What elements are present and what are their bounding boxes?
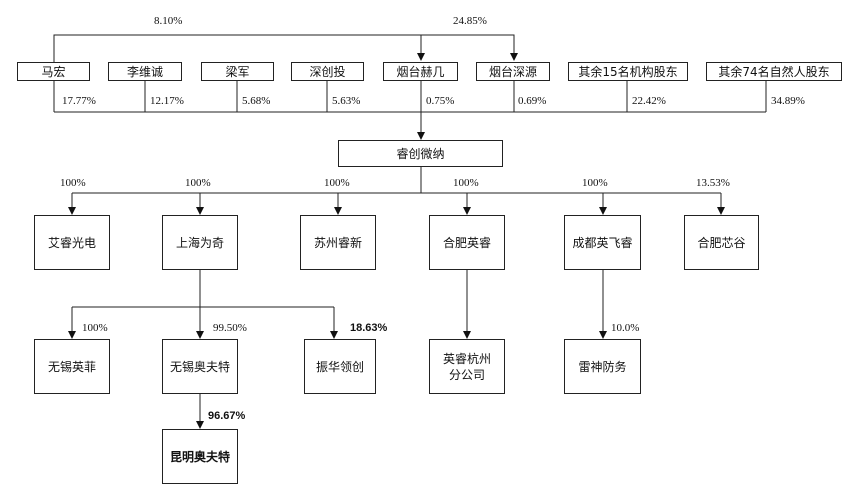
subsidiary-wuxi-aofute: 无锡奥夫特 — [162, 339, 238, 394]
pct-liweicheng: 12.17% — [150, 95, 184, 107]
pct-chengdu-yingfeirui: 100% — [582, 177, 608, 189]
subsidiary-zhenhua-lingchuang: 振华领创 — [304, 339, 376, 394]
pct-top-left: 8.10% — [154, 15, 183, 27]
pct-liangchuangtou: 5.63% — [332, 95, 361, 107]
pct-hefei-xingu: 13.53% — [696, 177, 730, 189]
subsidiary-hefei-xingu: 合肥芯谷 — [684, 215, 759, 270]
shareholder-liweicheng: 李维诚 — [108, 62, 182, 81]
pct-hefei-yingrui: 100% — [453, 177, 479, 189]
pct-other-institutions: 22.42% — [632, 95, 666, 107]
shareholder-other-individuals: 其余74名自然人股东 — [706, 62, 842, 81]
subsidiary-suzhou-ruixin: 苏州睿新 — [300, 215, 376, 270]
pct-wuxi-yingfei: 100% — [82, 322, 108, 334]
branch-yingrui-hangzhou: 英睿杭州 分公司 — [429, 339, 505, 394]
shareholder-yantai-jiji: 烟台赫几 — [383, 62, 458, 81]
pct-liangjun: 5.68% — [242, 95, 271, 107]
shareholder-liangjun: 梁军 — [201, 62, 274, 81]
subsidiary-kunming-aofute: 昆明奥夫特 — [162, 429, 238, 484]
pct-top-right: 24.85% — [453, 15, 487, 27]
company-ruichuang-weina: 睿创微纳 — [338, 140, 503, 167]
pct-yantai-shenyuan: 0.69% — [518, 95, 547, 107]
subsidiary-leishen-fangwu: 雷神防务 — [564, 339, 641, 394]
pct-zhenhua-lingchuang: 18.63% — [350, 322, 388, 334]
subsidiary-hefei-yingrui: 合肥英睿 — [429, 215, 505, 270]
subsidiary-chengdu-yingfeirui: 成都英飞睿 — [564, 215, 641, 270]
pct-wuxi-aofute: 99.50% — [213, 322, 247, 334]
shareholder-liangchuangtou: 深创投 — [291, 62, 364, 81]
subsidiary-wuxi-yingfei: 无锡英菲 — [34, 339, 110, 394]
pct-suzhou-ruixin: 100% — [324, 177, 350, 189]
pct-kunming-aofute: 96.67% — [208, 410, 246, 422]
shareholder-mahong: 马宏 — [17, 62, 90, 81]
shareholder-other-institutions: 其余15名机构股东 — [568, 62, 688, 81]
pct-shanghai-weiqi: 100% — [185, 177, 211, 189]
pct-mahong: 17.77% — [62, 95, 96, 107]
connector-yantai-jiji-to-yantai-shenyuan — [421, 34, 518, 61]
subsidiary-airui: 艾睿光电 — [34, 215, 110, 270]
pct-yantai-jiji: 0.75% — [426, 95, 455, 107]
subsidiary-shanghai-weiqi: 上海为奇 — [162, 215, 238, 270]
shareholder-yantai-shenyuan: 烟台深源 — [476, 62, 550, 81]
connector-mahong-to-yantai-jiji — [53, 34, 425, 62]
pct-airui: 100% — [60, 177, 86, 189]
pct-leishen-fangwu: 10.0% — [611, 322, 640, 334]
pct-other-individuals: 34.89% — [771, 95, 805, 107]
